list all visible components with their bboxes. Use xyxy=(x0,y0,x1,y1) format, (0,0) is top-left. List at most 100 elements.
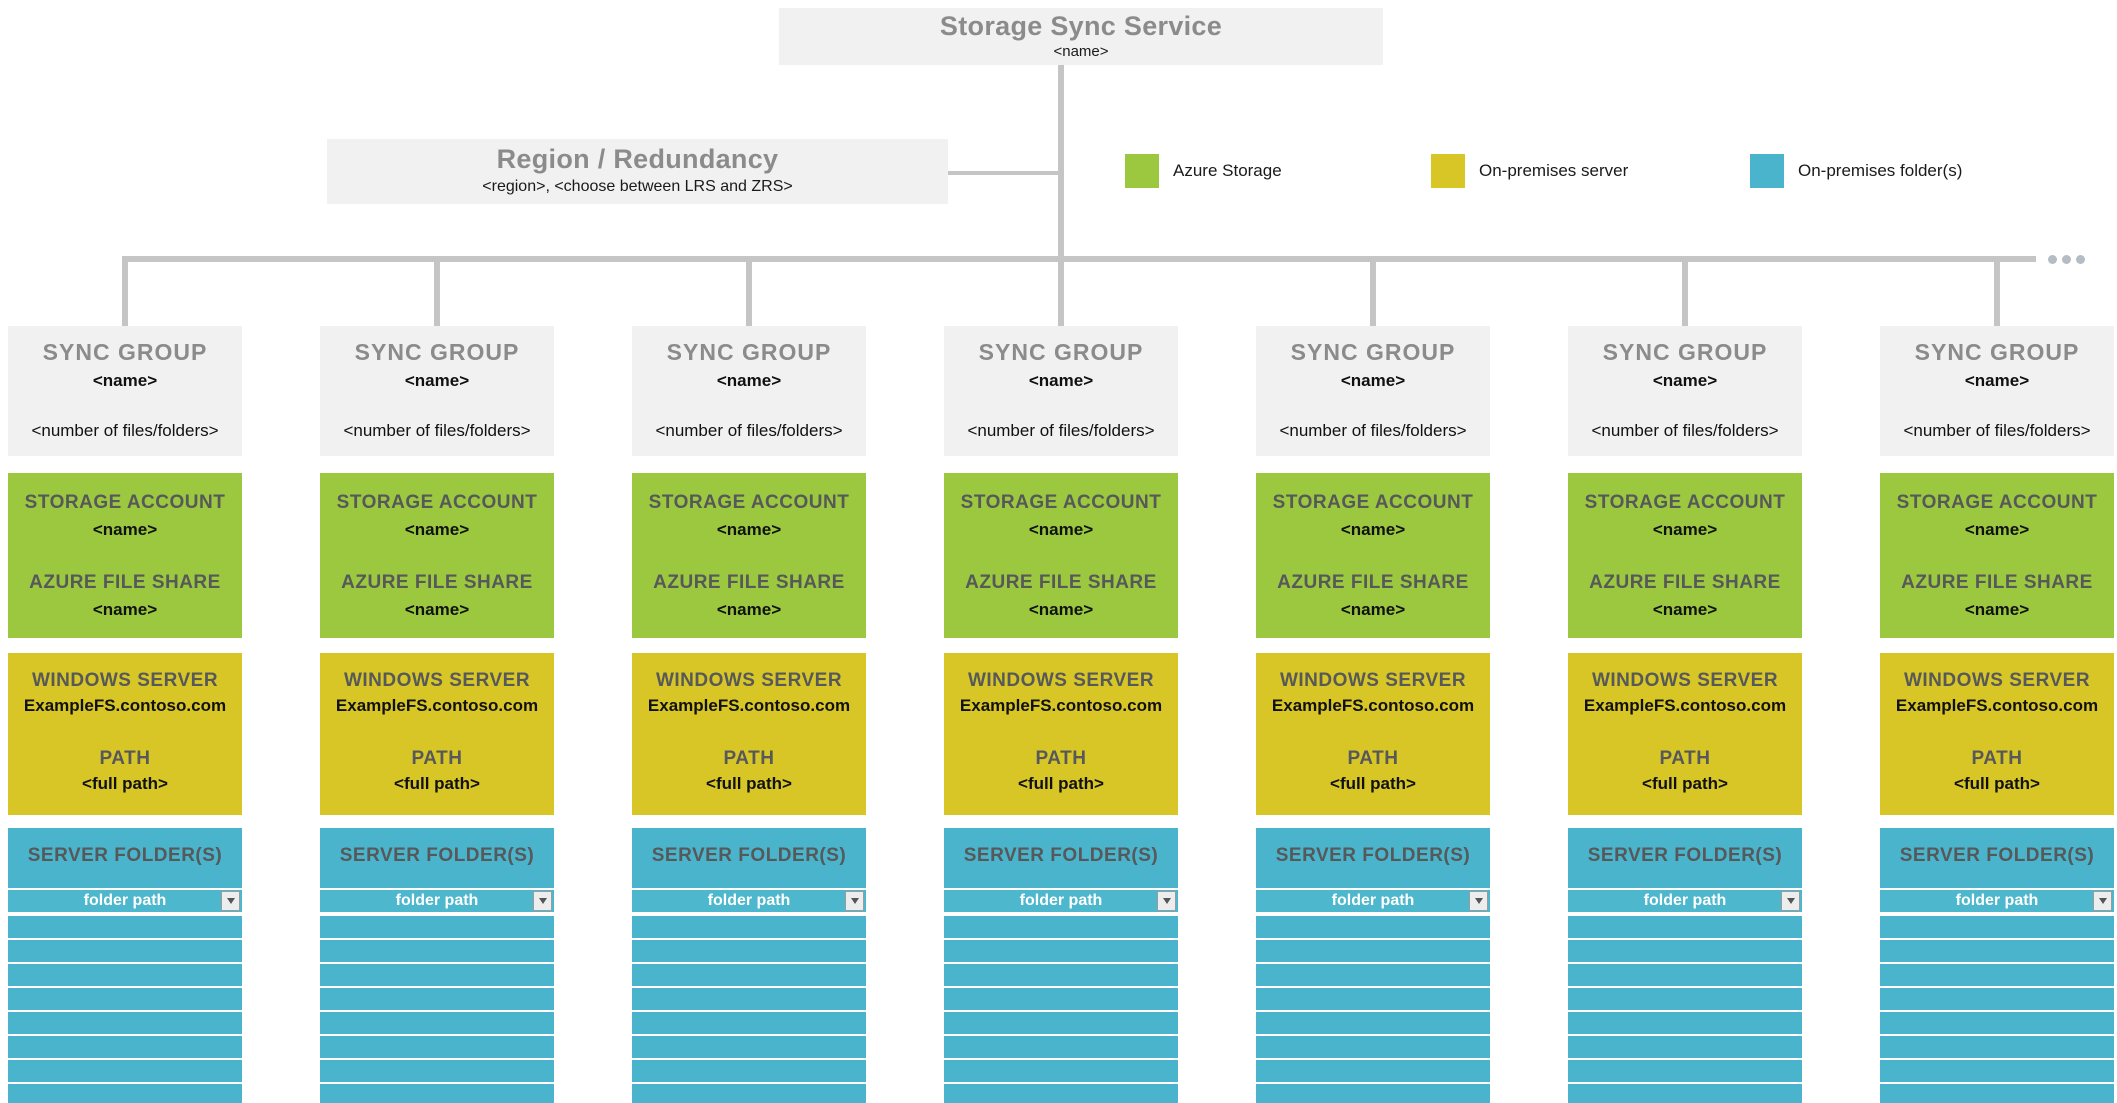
folder-row-empty xyxy=(1256,938,1490,962)
windows-server-title: WINDOWS SERVER xyxy=(655,670,843,691)
windows-server-box: WINDOWS SERVER ExampleFS.contoso.com PAT… xyxy=(1568,653,1802,815)
windows-server-title: WINDOWS SERVER xyxy=(343,670,531,691)
sync-group-count: <number of files/folders> xyxy=(655,421,843,440)
folder-path-filter-cell[interactable]: folder path xyxy=(632,888,866,914)
storage-account-name: <name> xyxy=(92,520,158,539)
folder-row-empty xyxy=(944,1010,1178,1034)
windows-server-box: WINDOWS SERVER ExampleFS.contoso.com PAT… xyxy=(1880,653,2114,815)
folder-path-filter-cell[interactable]: folder path xyxy=(320,888,554,914)
folder-row-empty xyxy=(320,1034,554,1058)
azure-file-share-name: <name> xyxy=(404,600,470,619)
windows-server-title: WINDOWS SERVER xyxy=(1279,670,1467,691)
folder-row-empty xyxy=(944,986,1178,1010)
storage-account-name: <name> xyxy=(1340,520,1406,539)
horizontal-distribution-line xyxy=(122,256,2036,262)
folder-row-empty xyxy=(632,962,866,986)
folder-row-empty xyxy=(944,938,1178,962)
sync-group-title: SYNC GROUP xyxy=(666,339,832,365)
folder-row-empty xyxy=(1880,1034,2114,1058)
storage-sync-service-box: Storage Sync Service <name> xyxy=(779,8,1383,65)
trunk-connector-line xyxy=(1058,65,1064,258)
server-folders-title: SERVER FOLDER(S) xyxy=(963,845,1159,866)
storage-account-box: STORAGE ACCOUNT <name> AZURE FILE SHARE … xyxy=(1256,473,1490,638)
windows-server-title: WINDOWS SERVER xyxy=(967,670,1155,691)
dropdown-arrow-icon xyxy=(1474,898,1483,904)
folder-row-empty xyxy=(632,1034,866,1058)
folder-row-empty xyxy=(1880,914,2114,938)
server-folders-title: SERVER FOLDER(S) xyxy=(1275,845,1471,866)
sync-group-box: SYNC GROUP <name> <number of files/folde… xyxy=(8,326,242,456)
folder-row-empty xyxy=(1568,1034,1802,1058)
filter-dropdown-button[interactable] xyxy=(1157,891,1176,911)
dropdown-arrow-icon xyxy=(226,898,235,904)
azure-file-share-name: <name> xyxy=(1964,600,2030,619)
dropdown-arrow-icon xyxy=(850,898,859,904)
sync-group-column-1: SYNC GROUP <name> <number of files/folde… xyxy=(8,326,242,1103)
storage-account-title: STORAGE ACCOUNT xyxy=(960,492,1162,513)
folder-row-empty xyxy=(8,986,242,1010)
folder-row-empty xyxy=(632,1082,866,1103)
folder-path-filter-cell[interactable]: folder path xyxy=(1256,888,1490,914)
windows-server-hostname: ExampleFS.contoso.com xyxy=(335,696,539,715)
server-folders-title: SERVER FOLDER(S) xyxy=(27,845,223,866)
sync-group-count: <number of files/folders> xyxy=(1591,421,1779,440)
path-title: PATH xyxy=(1971,748,2023,769)
folder-row-empty xyxy=(1568,1058,1802,1082)
filter-dropdown-button[interactable] xyxy=(221,891,240,911)
folder-path-label: folder path xyxy=(1955,892,2039,909)
azure-file-share-name: <name> xyxy=(1340,600,1406,619)
azure-file-share-name: <name> xyxy=(1028,600,1094,619)
azure-file-share-title: AZURE FILE SHARE xyxy=(1589,572,1781,593)
windows-server-box: WINDOWS SERVER ExampleFS.contoso.com PAT… xyxy=(944,653,1178,815)
sync-group-title: SYNC GROUP xyxy=(42,339,208,365)
legend-item-azure-storage: Azure Storage xyxy=(1125,154,1282,188)
filter-dropdown-button[interactable] xyxy=(845,891,864,911)
path-value: <full path> xyxy=(1954,774,2040,793)
folder-path-filter-cell[interactable]: folder path xyxy=(944,888,1178,914)
legend-label: Azure Storage xyxy=(1173,161,1282,180)
azure-file-share-title: AZURE FILE SHARE xyxy=(1901,572,2093,593)
folder-path-label: folder path xyxy=(1019,892,1103,909)
folder-path-label: folder path xyxy=(395,892,479,909)
sync-group-box: SYNC GROUP <name> <number of files/folde… xyxy=(632,326,866,456)
sync-group-title: SYNC GROUP xyxy=(978,339,1144,365)
server-folders-title: SERVER FOLDER(S) xyxy=(339,845,535,866)
folder-row-empty xyxy=(8,962,242,986)
azure-storage-swatch-icon xyxy=(1125,154,1159,188)
storage-account-box: STORAGE ACCOUNT <name> AZURE FILE SHARE … xyxy=(1568,473,1802,638)
folder-row-empty xyxy=(1880,962,2114,986)
on-premises-folder-swatch-icon xyxy=(1750,154,1784,188)
sync-group-box: SYNC GROUP <name> <number of files/folde… xyxy=(1880,326,2114,456)
drop-line-2 xyxy=(434,262,440,326)
folder-path-filter-cell[interactable]: folder path xyxy=(8,888,242,914)
folder-row-empty xyxy=(320,914,554,938)
folder-row-empty xyxy=(1880,938,2114,962)
dropdown-arrow-icon xyxy=(538,898,547,904)
sync-group-name: <name> xyxy=(1340,371,1406,390)
folder-row-empty xyxy=(944,1082,1178,1103)
server-folders-title: SERVER FOLDER(S) xyxy=(1899,845,2095,866)
server-folders-box: SERVER FOLDER(S) folder path xyxy=(944,828,1178,1103)
folder-path-label: folder path xyxy=(707,892,791,909)
windows-server-hostname: ExampleFS.contoso.com xyxy=(647,696,851,715)
folder-row-empty xyxy=(1568,1010,1802,1034)
path-value: <full path> xyxy=(1330,774,1416,793)
folder-row-empty xyxy=(1256,914,1490,938)
sync-group-box: SYNC GROUP <name> <number of files/folde… xyxy=(1568,326,1802,456)
filter-dropdown-button[interactable] xyxy=(1469,891,1488,911)
filter-dropdown-button[interactable] xyxy=(1781,891,1800,911)
storage-account-box: STORAGE ACCOUNT <name> AZURE FILE SHARE … xyxy=(320,473,554,638)
sync-group-box: SYNC GROUP <name> <number of files/folde… xyxy=(1256,326,1490,456)
sync-group-box: SYNC GROUP <name> <number of files/folde… xyxy=(320,326,554,456)
folder-row-empty xyxy=(632,914,866,938)
folder-path-filter-cell[interactable]: folder path xyxy=(1880,888,2114,914)
folder-path-filter-cell[interactable]: folder path xyxy=(1568,888,1802,914)
drop-line-6 xyxy=(1682,262,1688,326)
server-folders-box: SERVER FOLDER(S) folder path xyxy=(1568,828,1802,1103)
storage-account-title: STORAGE ACCOUNT xyxy=(648,492,850,513)
path-title: PATH xyxy=(411,748,463,769)
filter-dropdown-button[interactable] xyxy=(533,891,552,911)
sync-group-column-6: SYNC GROUP <name> <number of files/folde… xyxy=(1568,326,1802,1103)
filter-dropdown-button[interactable] xyxy=(2093,891,2112,911)
azure-file-share-name: <name> xyxy=(92,600,158,619)
